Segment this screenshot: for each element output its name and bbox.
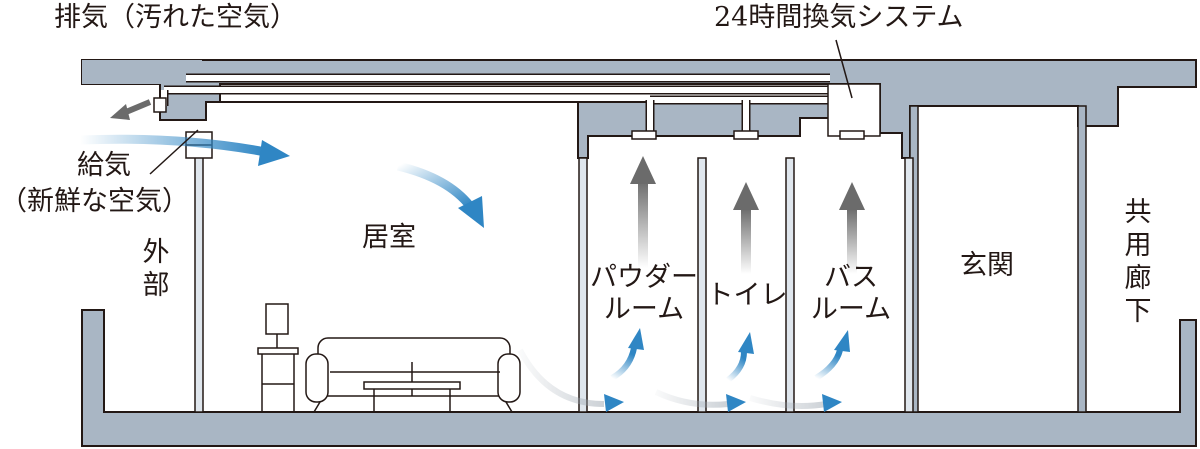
ventilation-unit (827, 83, 881, 137)
supply-label-line1: 給気 (77, 150, 131, 181)
exhaust-up-bath (839, 182, 865, 274)
wall-outer (194, 149, 204, 413)
exhaust-label: 排気（汚れた空気） (54, 2, 297, 33)
rise-powder (610, 347, 637, 381)
wall-toilet-bath (785, 157, 795, 413)
entrance-label: 玄関 (960, 250, 1014, 281)
supply-label-line2: （新鮮な空気） (0, 186, 189, 217)
wall-powder-toilet (697, 157, 707, 413)
leader-system (835, 39, 853, 99)
toilet-label: トイレ (706, 280, 788, 311)
shared-corridor-label: 共用廊下 (1124, 197, 1152, 327)
under-door-flow-3 (749, 395, 827, 409)
lamp-table (257, 303, 299, 412)
rise-bath (814, 349, 843, 381)
supply-in-arrow (79, 134, 290, 166)
living-room-label: 居室 (362, 222, 416, 253)
grille-bath (839, 130, 865, 140)
wall-bath-entrance (904, 157, 914, 413)
powder-room-label-line1: パウダー (590, 262, 698, 293)
left-ceiling-block (82, 60, 202, 84)
living-flow-arrow (396, 161, 484, 228)
exhaust-up-toilet (733, 182, 759, 274)
exhaust-up-powder (630, 156, 656, 268)
exhaust-hood (153, 97, 167, 113)
under-door-flow-2 (654, 389, 729, 408)
bath-room-label-line1: バス (824, 262, 878, 293)
exhaust-out-arrow (110, 99, 152, 120)
rise-toilet (726, 351, 747, 383)
leader-supply (149, 129, 199, 175)
system-label: 24時間換気システム (714, 2, 964, 33)
coffee-table (363, 381, 461, 412)
outside-label: 外部 (142, 237, 170, 301)
sofa (305, 337, 521, 413)
grille-toilet (733, 130, 759, 140)
wall-living-powder (578, 157, 588, 413)
corridor-wall (1077, 105, 1087, 413)
ceiling-slab (81, 59, 1197, 159)
bath-room-label-line2: ルーム (810, 294, 892, 325)
under-door-flow-1 (517, 348, 605, 407)
grille-powder (631, 130, 657, 140)
powder-room-label-line2: ルーム (603, 294, 685, 325)
